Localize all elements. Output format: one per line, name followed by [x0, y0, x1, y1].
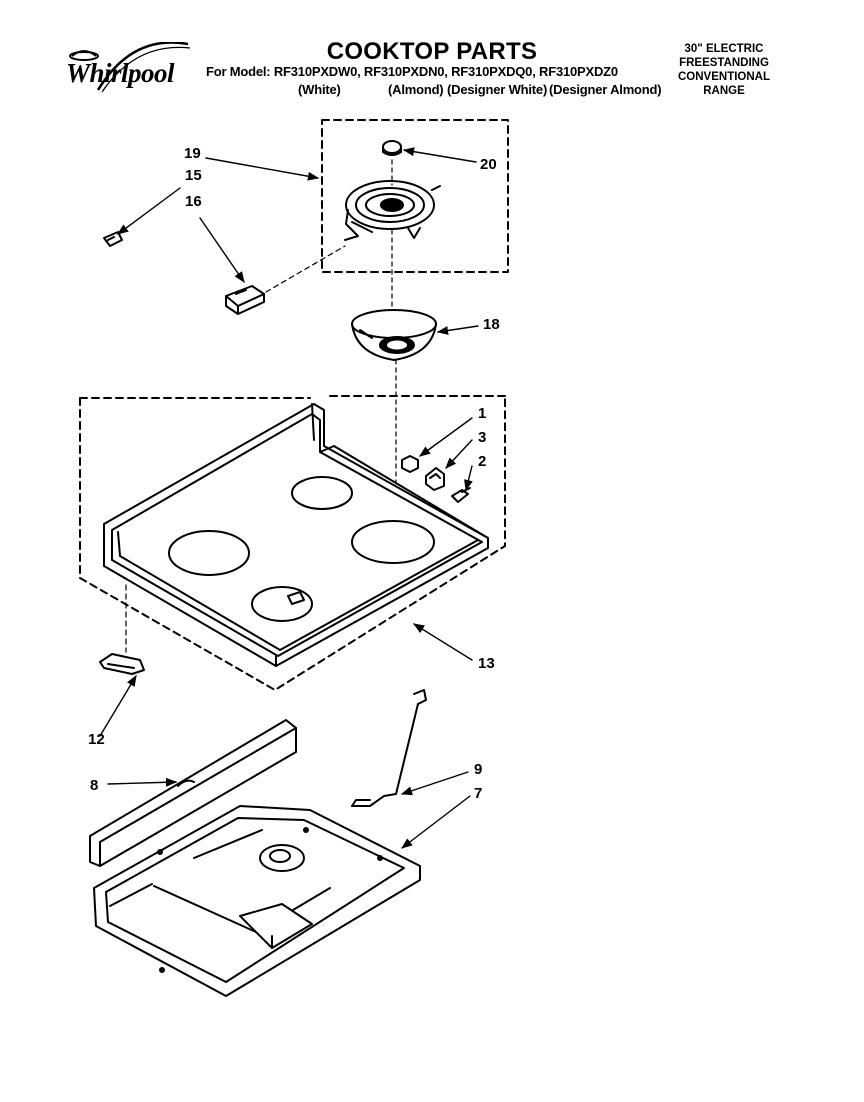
callout-9: 9 [474, 761, 483, 778]
cooktop-group-outline [79, 395, 506, 691]
part-15-clip [103, 231, 123, 247]
callout-2: 2 [478, 453, 487, 470]
part-8-rear-strip [89, 719, 297, 867]
range-type-info: 30" ELECTRIC FREESTANDING CONVENTIONAL R… [664, 42, 784, 98]
part-18-drip-bowl [351, 309, 437, 361]
callout-20: 20 [480, 156, 497, 173]
callout-12: 12 [88, 731, 105, 748]
callout-15: 15 [185, 167, 202, 184]
model-list: For Model: RF310PXDW0, RF310PXDN0, RF310… [206, 64, 618, 79]
color-white-label: (White) [298, 82, 341, 97]
part-1-nut [401, 455, 419, 473]
part-19-surface-element [344, 180, 441, 241]
callout-1: 1 [478, 405, 487, 422]
callout-18: 18 [483, 316, 500, 333]
part-13-cooktop [103, 403, 489, 667]
page-title: COOKTOP PARTS [326, 38, 538, 65]
range-info-line-3: CONVENTIONAL [678, 71, 770, 83]
part-3-bracket [425, 467, 445, 491]
range-info-line-4: RANGE [703, 85, 745, 97]
brand-logo: Whirlpool [66, 58, 175, 88]
color-almond-label: (Almond) [388, 82, 444, 97]
range-info-line-2: FREESTANDING [679, 57, 769, 69]
part-12-clip [99, 653, 145, 675]
callout-3: 3 [478, 429, 487, 446]
callout-7: 7 [474, 785, 483, 802]
part-7-burner-box [93, 805, 421, 997]
part-20-cap [382, 140, 402, 156]
callout-13: 13 [478, 655, 495, 672]
element-group-box [321, 119, 509, 273]
whirlpool-logo-swoosh [69, 42, 191, 93]
color-designer-white-label: (Designer White) [447, 82, 548, 97]
callout-19: 19 [184, 145, 201, 162]
callout-16: 16 [185, 193, 202, 210]
range-info-line-1: 30" ELECTRIC [684, 43, 764, 55]
part-2-screw [451, 487, 471, 503]
part-9-rod [351, 689, 427, 807]
part-16-terminal-block [225, 285, 265, 315]
callout-8: 8 [90, 777, 99, 794]
leader-lines [99, 147, 479, 849]
color-designer-almond-label: (Designer Almond) [549, 82, 662, 97]
